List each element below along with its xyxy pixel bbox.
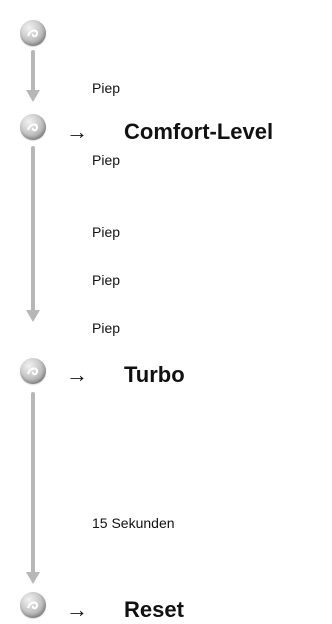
step-comfort-level: → Comfort-Level bbox=[66, 119, 273, 145]
beep-label-2: Piep bbox=[92, 152, 121, 168]
connector-line-3 bbox=[31, 392, 35, 574]
connector-arrowhead-3 bbox=[26, 572, 40, 584]
right-arrow-icon: → bbox=[66, 362, 88, 387]
swirl-icon bbox=[27, 367, 39, 376]
step-label: Comfort-Level bbox=[124, 119, 274, 144]
button-icon-start bbox=[20, 20, 46, 46]
connector-line-1 bbox=[31, 50, 35, 92]
button-icon-reset bbox=[20, 592, 46, 618]
duration-label: 15 Sekunden bbox=[92, 515, 175, 531]
beep-label-4: Piep bbox=[92, 272, 121, 288]
step-reset: → Reset bbox=[66, 597, 184, 623]
swirl-icon bbox=[27, 601, 39, 610]
swirl-icon bbox=[27, 29, 39, 38]
swirl-icon bbox=[27, 123, 39, 132]
connector-arrowhead-1 bbox=[26, 90, 40, 102]
right-arrow-icon: → bbox=[66, 119, 88, 144]
right-arrow-icon: → bbox=[66, 597, 88, 622]
step-label: Reset bbox=[124, 597, 184, 622]
beep-label-3: Piep bbox=[92, 224, 121, 240]
connector-line-2 bbox=[31, 146, 35, 312]
connector-arrowhead-2 bbox=[26, 310, 40, 322]
step-label: Turbo bbox=[124, 362, 185, 387]
beep-label-5: Piep bbox=[92, 320, 121, 336]
button-icon-turbo bbox=[20, 358, 46, 384]
button-icon-comfort bbox=[20, 114, 46, 140]
beep-label-1: Piep bbox=[92, 80, 121, 96]
step-turbo: → Turbo bbox=[66, 362, 185, 388]
